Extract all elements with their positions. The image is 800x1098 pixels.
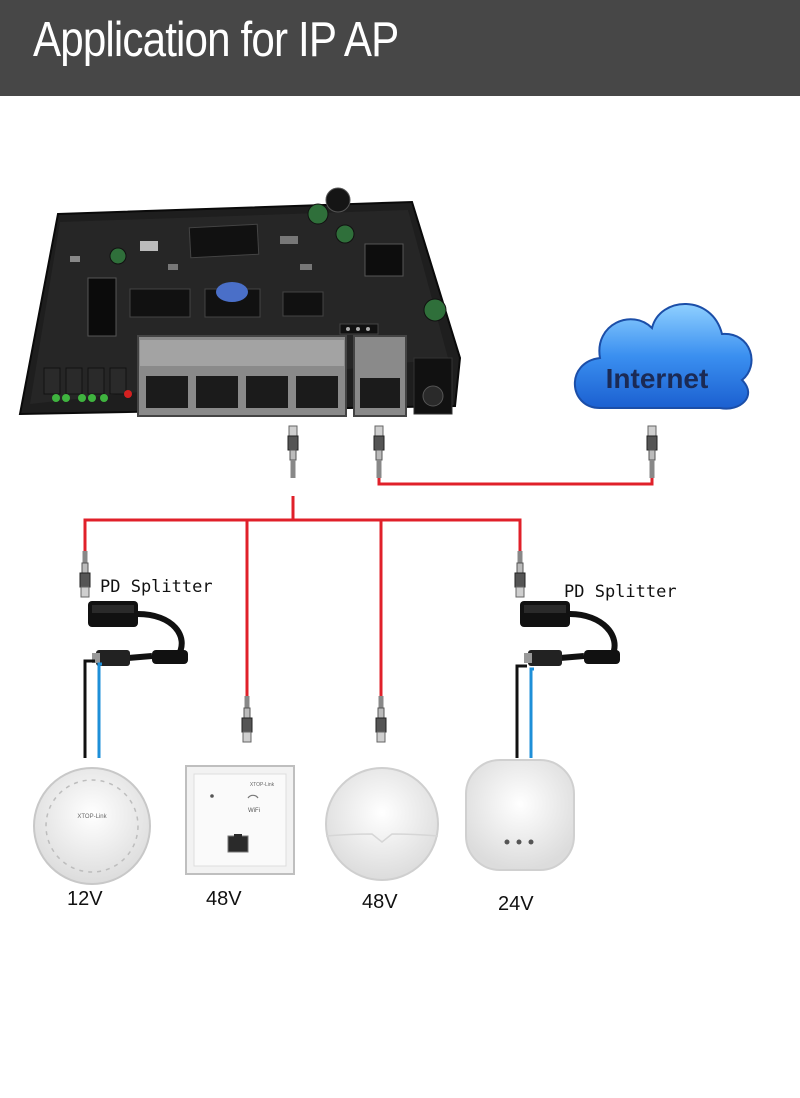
rj45-plug [514,550,526,598]
ap-voltage-label: 12V [67,888,103,910]
splitter-label: PD Splitter [100,577,213,597]
wifi-icon [247,794,259,799]
network-diagram: Internet [18,187,753,885]
rj45-plug [79,550,91,598]
ap-voltage-label: 48V [206,888,242,910]
ap-voltage-label: 48V [362,891,398,913]
switch-board [18,187,462,417]
rj45-plug [373,425,385,479]
access-point-ceiling: XTOP-Link [33,767,151,885]
rj45-plug [646,425,658,479]
rj45-plug [287,425,299,479]
pd-splitter-left [83,601,188,758]
access-point-round [325,767,439,881]
pd-splitter-right [515,601,620,758]
panel-brand-label: XTOP-Link [250,782,275,788]
internet-label: Internet [606,363,709,394]
rj45-plug [375,695,387,743]
header-bar: Application for IP AP [0,0,800,96]
splitter-label: PD Splitter [564,582,677,602]
page-title: Application for IP AP [33,13,399,67]
ap-voltage-label: 24V [498,893,534,915]
access-point-square [465,759,575,871]
panel-wifi-label: WiFi [248,808,260,814]
ap-brand-label: XTOP-Link [77,814,107,820]
internet-cloud: Internet [573,303,753,410]
rj45-plug [241,695,253,743]
access-point-wall-panel: XTOP-Link WiFi [185,765,295,875]
